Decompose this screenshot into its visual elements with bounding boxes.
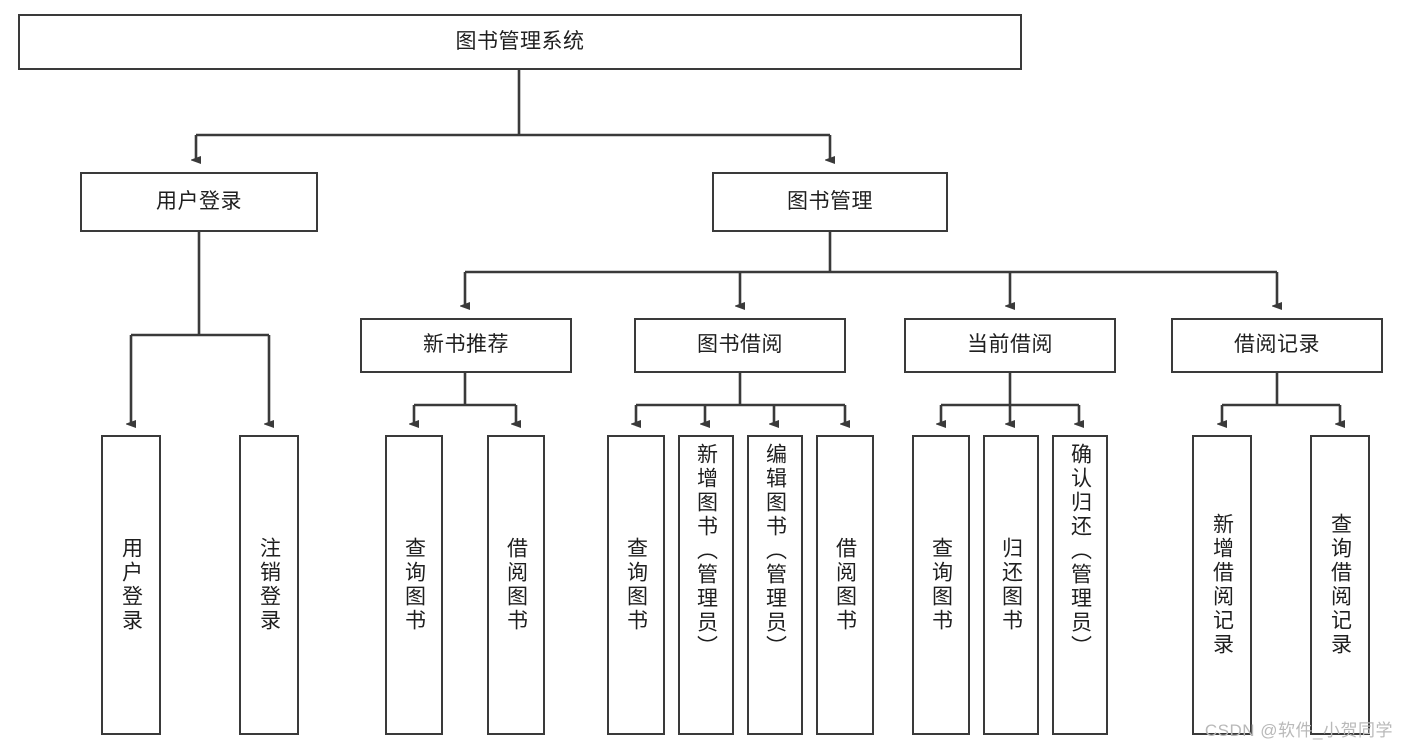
node-current-borrow[interactable]: 当前借阅 xyxy=(904,318,1116,373)
leaf-confirm-return-label: 确认归还（管理员） xyxy=(1068,443,1092,659)
leaf-add-borrow-record[interactable]: 新增借阅记录 xyxy=(1192,435,1252,735)
leaf-user-login-label: 用户登录 xyxy=(119,537,143,633)
leaf-confirm-return[interactable]: 确认归还（管理员） xyxy=(1052,435,1108,735)
node-current-borrow-label: 当前借阅 xyxy=(967,333,1053,357)
leaf-borrow-book-1[interactable]: 借阅图书 xyxy=(487,435,545,735)
node-borrow-records-label: 借阅记录 xyxy=(1234,333,1320,357)
node-new-book-recommend-label: 新书推荐 xyxy=(423,333,509,357)
csdn-watermark: CSDN @软件_小贺同学 xyxy=(1204,721,1393,740)
leaf-borrow-book-1-label: 借阅图书 xyxy=(504,537,528,633)
leaf-add-borrow-record-label: 新增借阅记录 xyxy=(1210,513,1234,657)
leaf-user-login[interactable]: 用户登录 xyxy=(101,435,161,735)
leaf-add-book-label: 新增图书（管理员） xyxy=(694,443,718,659)
leaf-query-book-1-label: 查询图书 xyxy=(402,537,426,633)
node-root[interactable]: 图书管理系统 xyxy=(18,14,1022,70)
leaf-query-book-2[interactable]: 查询图书 xyxy=(607,435,665,735)
node-root-label: 图书管理系统 xyxy=(455,29,585,53)
leaf-query-book-2-label: 查询图书 xyxy=(624,537,648,633)
node-book-borrow-label: 图书借阅 xyxy=(697,333,783,357)
leaf-query-book-3[interactable]: 查询图书 xyxy=(912,435,970,735)
node-book-borrow[interactable]: 图书借阅 xyxy=(634,318,846,373)
leaf-borrow-book-2[interactable]: 借阅图书 xyxy=(816,435,874,735)
node-user-login-label: 用户登录 xyxy=(156,189,242,213)
leaf-query-book-1[interactable]: 查询图书 xyxy=(385,435,443,735)
node-book-management-label: 图书管理 xyxy=(787,189,873,213)
leaf-borrow-book-2-label: 借阅图书 xyxy=(833,537,857,633)
leaf-return-book-label: 归还图书 xyxy=(999,537,1023,633)
leaf-edit-book[interactable]: 编辑图书（管理员） xyxy=(747,435,803,735)
node-book-management[interactable]: 图书管理 xyxy=(712,172,948,232)
leaf-add-book[interactable]: 新增图书（管理员） xyxy=(678,435,734,735)
leaf-user-logout-label: 注销登录 xyxy=(257,537,281,633)
node-user-login[interactable]: 用户登录 xyxy=(80,172,318,232)
node-new-book-recommend[interactable]: 新书推荐 xyxy=(360,318,572,373)
leaf-query-borrow-record[interactable]: 查询借阅记录 xyxy=(1310,435,1370,735)
node-borrow-records[interactable]: 借阅记录 xyxy=(1171,318,1383,373)
leaf-edit-book-label: 编辑图书（管理员） xyxy=(763,443,787,659)
leaf-return-book[interactable]: 归还图书 xyxy=(983,435,1039,735)
leaf-query-borrow-record-label: 查询借阅记录 xyxy=(1328,513,1352,657)
leaf-user-logout[interactable]: 注销登录 xyxy=(239,435,299,735)
leaf-query-book-3-label: 查询图书 xyxy=(929,537,953,633)
